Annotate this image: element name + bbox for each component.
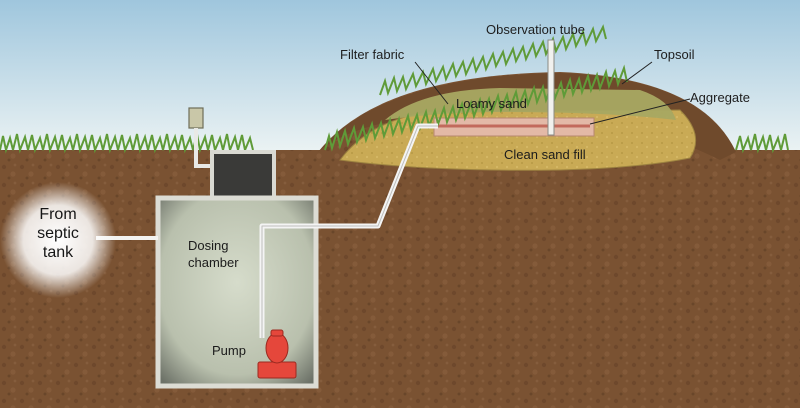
label-aggregate: Aggregate bbox=[690, 90, 750, 105]
septic-tank-glow bbox=[0, 182, 116, 298]
control-conduit bbox=[194, 128, 214, 168]
dosing-chamber bbox=[155, 195, 319, 389]
label-from-septic-tank: From septic tank bbox=[22, 205, 94, 262]
label-observation-tube: Observation tube bbox=[486, 22, 586, 37]
leader-filter-fabric bbox=[414, 61, 449, 105]
control-box bbox=[188, 107, 204, 129]
label-clean-sand-fill: Clean sand fill bbox=[504, 147, 586, 162]
loamy-sand-layer bbox=[385, 88, 676, 120]
label-filter-fabric: Filter fabric bbox=[340, 47, 405, 62]
leader-topsoil bbox=[621, 61, 653, 85]
from-line-1: From bbox=[39, 206, 77, 223]
label-loamy-sand: Loamy sand bbox=[456, 96, 527, 111]
label-pump: Pump bbox=[212, 343, 246, 358]
label-dosing-chamber-line2: chamber bbox=[188, 255, 239, 270]
leader-aggregate bbox=[589, 98, 691, 125]
pump-icon bbox=[257, 329, 297, 379]
from-line-2: septic bbox=[37, 225, 79, 242]
label-topsoil: Topsoil bbox=[654, 47, 695, 62]
label-dosing-chamber-line1: Dosing bbox=[188, 238, 229, 253]
access-riser bbox=[210, 150, 276, 200]
from-line-3: tank bbox=[42, 244, 74, 261]
grass bbox=[0, 24, 789, 154]
observation-tube bbox=[547, 39, 555, 136]
